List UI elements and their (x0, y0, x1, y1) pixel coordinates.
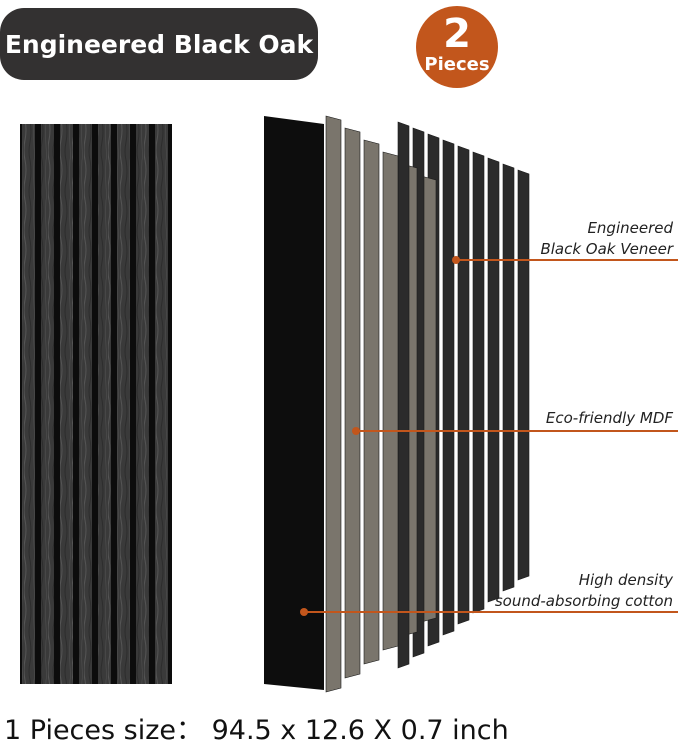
size-caption: 1 Pieces size： 94.5 x 12.6 X 0.7 inch (4, 715, 509, 746)
veneer-slat (457, 145, 470, 625)
veneer-slat (397, 121, 410, 669)
label-veneer-line1: Engineered (587, 219, 673, 237)
assembled-slat (79, 124, 92, 684)
cotton-backing-layer (264, 116, 324, 690)
mdf-leader-line (356, 430, 678, 432)
veneer-slat (502, 163, 515, 592)
label-cotton-line2: sound-absorbing cotton (494, 592, 673, 610)
badge-number: 2 (443, 11, 471, 57)
title-text: Engineered Black Oak (4, 29, 314, 59)
pieces-badge: 2 Pieces (416, 6, 498, 88)
title-pill: Engineered Black Oak (0, 8, 318, 80)
label-cotton: High density sound-absorbing cotton (495, 570, 673, 612)
label-veneer: Engineered Black Oak Veneer (540, 218, 673, 260)
assembled-slat (98, 124, 111, 684)
cotton-leader-line (304, 611, 678, 613)
label-veneer-line2: Black Oak Veneer (540, 240, 673, 258)
assembled-slat (155, 124, 168, 684)
mdf-slat (325, 115, 342, 693)
assembled-slat (60, 124, 73, 684)
assembled-slat (117, 124, 130, 684)
mdf-slat (363, 139, 380, 665)
mdf-slat (344, 127, 361, 679)
assembled-slat (22, 124, 35, 684)
mdf-slat (382, 151, 399, 651)
veneer-slat (487, 157, 500, 603)
label-mdf-text: Eco-friendly MDF (545, 409, 673, 427)
assembled-slat (136, 124, 149, 684)
label-mdf: Eco-friendly MDF (546, 408, 673, 429)
assembled-slat (41, 124, 54, 684)
veneer-slat (517, 169, 530, 581)
veneer-slat (442, 139, 455, 636)
veneer-slat (472, 151, 485, 614)
label-cotton-line1: High density (578, 571, 673, 589)
veneer-leader-line (456, 259, 678, 261)
badge-word: Pieces (424, 54, 490, 75)
